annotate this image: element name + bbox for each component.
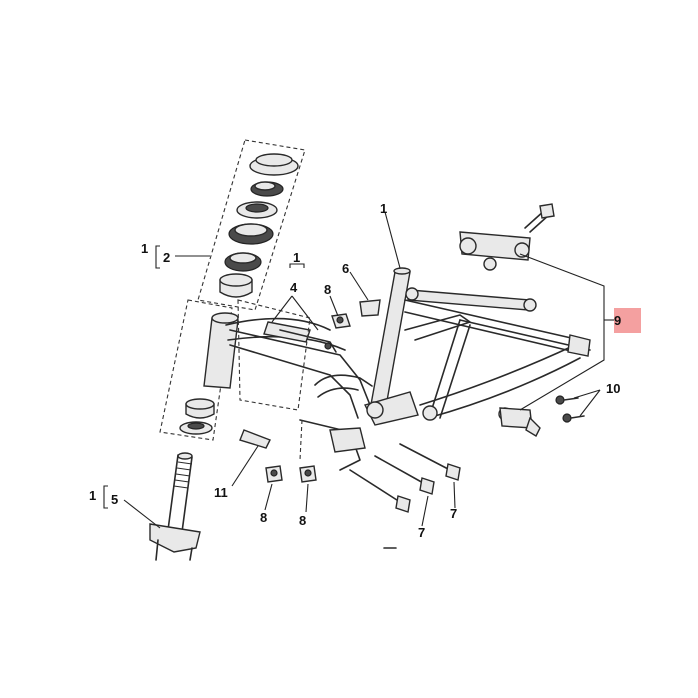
group-brackets: [103, 245, 305, 509]
lock-assembly: [459, 203, 555, 437]
callout-1-frame: 1: [380, 201, 387, 216]
callout-8-top: 8: [324, 282, 331, 297]
plate: [359, 299, 381, 317]
callout-2: 2: [163, 250, 170, 265]
callout-1-fork-group: 1: [89, 488, 96, 503]
callout-10: 10: [606, 381, 620, 396]
callout-9: 9: [614, 313, 621, 328]
callout-8-mid: 8: [299, 513, 306, 528]
callout-7-a: 7: [450, 506, 457, 521]
lower-bearing-stack: [159, 299, 233, 441]
callout-11: 11: [214, 485, 228, 500]
clip: [239, 429, 271, 449]
bearing-stack: [197, 139, 306, 311]
callout-9-highlight: [614, 308, 641, 333]
callout-1-bracket-group: 1: [293, 250, 300, 265]
dashed-refs: [237, 299, 311, 461]
leader-lines: [123, 211, 614, 529]
callout-6: 6: [342, 261, 349, 276]
callout-1-bearing-group: 1: [141, 241, 148, 256]
head-bracket: [263, 321, 337, 353]
long-bolts: [349, 443, 461, 513]
bolts-10: [555, 395, 585, 423]
callout-7-b: 7: [418, 525, 425, 540]
steering-stem: [149, 452, 201, 561]
callout-8-left: 8: [260, 510, 267, 525]
callout-5: 5: [111, 492, 118, 507]
nuts-8: [265, 313, 351, 483]
callout-4: 4: [290, 280, 298, 295]
